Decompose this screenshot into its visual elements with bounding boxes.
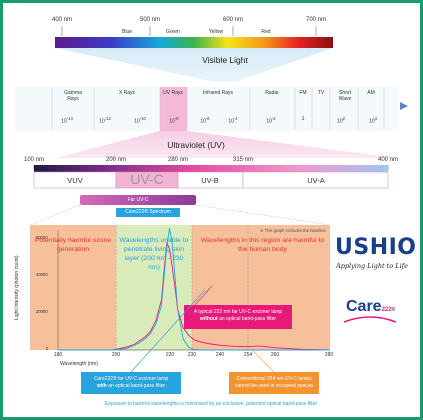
- uv-title: Ultraviolet (UV): [167, 140, 225, 150]
- em-axis-arrow: [400, 102, 408, 110]
- care222-logo: Care222®: [346, 298, 396, 315]
- uva-band: [242, 171, 389, 189]
- visible-tick-500: 500 nm: [139, 17, 161, 23]
- em-band-shortwave: Short Wave: [338, 90, 352, 102]
- callout-with-text: Care222® far UV-C excimer lamp with an o…: [93, 376, 169, 389]
- em-band-uv: UV Rays: [163, 90, 183, 96]
- ozone-region: [30, 225, 116, 350]
- ushio-logo: USHIO: [335, 235, 417, 260]
- far-uvc-bar: [80, 195, 196, 205]
- em-band-am: AM: [367, 90, 375, 96]
- x-tick-240: 240: [215, 352, 225, 358]
- uv-band-label-vuv: VUV: [67, 176, 83, 185]
- em-scale: 10-12: [99, 116, 111, 125]
- footer-note: Exposure to harmful wavelengths is minim…: [104, 401, 318, 407]
- y-tick-40000: 40000: [36, 272, 48, 277]
- em-band-tv: TV: [317, 90, 325, 96]
- chart-note: ※ This graph excludes the baseline: [260, 228, 326, 233]
- x-tick-230: 230: [187, 352, 197, 358]
- uv-tick-280: 280 nm: [167, 157, 189, 163]
- region-label-harmful: Wavelengths in this region are harmful t…: [200, 237, 325, 253]
- color-label-blue: Blue: [121, 29, 133, 35]
- uv-fan: [55, 131, 398, 158]
- visible-light-fan: [55, 48, 333, 82]
- x-axis-label: Wavelength (nm): [60, 361, 98, 367]
- color-label-red: Red: [261, 29, 271, 35]
- em-band-gamma: Gamma Rays: [64, 90, 82, 102]
- uv-band-label-uvb: UV-B: [201, 176, 219, 185]
- x-tick-180: 180: [53, 352, 63, 358]
- y-tick-0: 0: [46, 346, 49, 351]
- callout-with-box: [81, 372, 181, 394]
- callout-without-text: A typical 222 nm far UV-C excimer lamp w…: [193, 309, 283, 322]
- em-band-infrared: Infrared Rays: [203, 90, 234, 96]
- y-tick-60000: 60000: [36, 235, 48, 240]
- care222-spectrum-bar: [116, 208, 180, 217]
- uv-tick-200: 200 nm: [105, 157, 127, 163]
- visible-spectrum-bar: [55, 37, 333, 48]
- em-scale: 102: [337, 116, 345, 125]
- series-line-lamp-without-filter: [58, 241, 331, 351]
- region-label-ozone: Potentially harmful ozone generation: [34, 237, 112, 253]
- series-line-care222-with-filter: [58, 228, 330, 351]
- uv-band-label-uvc: UV-C: [130, 171, 164, 187]
- callout-without-box: [184, 305, 292, 329]
- uv-tick-400: 400 nm: [377, 157, 399, 163]
- em-separators: [51, 88, 385, 129]
- em-band-xray: X Rays: [118, 90, 136, 96]
- region-label-safe: Wavelengths unable to penetrate living s…: [119, 237, 189, 271]
- x-tick-260: 260: [270, 352, 280, 358]
- em-scale: 10-8: [169, 116, 179, 125]
- uv-band-highlight: [160, 87, 187, 131]
- x-tick-220: 220: [165, 352, 175, 358]
- em-scale: 10-14: [61, 116, 73, 125]
- harmful-region: [192, 225, 330, 350]
- chart-series: [58, 228, 331, 351]
- visible-light-title: Visible Light: [202, 55, 248, 65]
- color-label-green: Green: [166, 29, 180, 35]
- uv-tick-315: 315 nm: [232, 157, 254, 163]
- x-tick-200: 200: [111, 352, 121, 358]
- em-scale: 10-2: [266, 116, 276, 125]
- em-band-radar: Radar: [265, 90, 279, 96]
- em-scale: 104: [369, 116, 377, 125]
- em-band-fm: FM: [299, 90, 307, 96]
- color-label-yellow: Yellow: [208, 29, 224, 35]
- ushio-tagline: Applying Light to Life: [336, 262, 408, 270]
- x-tick-254: 254: [243, 352, 253, 358]
- em-scale: 10-10: [134, 116, 146, 125]
- far-uvc-label: Far UV-C: [127, 197, 149, 203]
- safe-region: [116, 225, 192, 350]
- callout-254-box: [229, 372, 319, 394]
- visible-tick-600: 600 nm: [222, 17, 244, 23]
- em-scale: 1: [301, 116, 305, 122]
- uv-tick-100: 100 nm: [23, 157, 45, 163]
- uv-gradient-bar: [34, 165, 388, 172]
- visible-tick-400: 400 nm: [51, 17, 73, 23]
- x-tick-280: 280: [324, 352, 334, 358]
- em-scale: 10-6: [200, 116, 210, 125]
- uv-band-label-uva: UV-A: [307, 176, 325, 185]
- em-scale: 10-4: [228, 116, 238, 125]
- y-tick-20000: 20000: [36, 309, 48, 314]
- em-band-area: [15, 87, 398, 131]
- y-axis-label: Light Intensity (photon count): [14, 255, 20, 321]
- care222-spectrum-label: Care222® Spectrum: [125, 209, 171, 215]
- visible-tick-700: 700 nm: [305, 17, 327, 23]
- callout-254-text: Conventional 254 nm UV-C lamps cannot be…: [234, 376, 314, 389]
